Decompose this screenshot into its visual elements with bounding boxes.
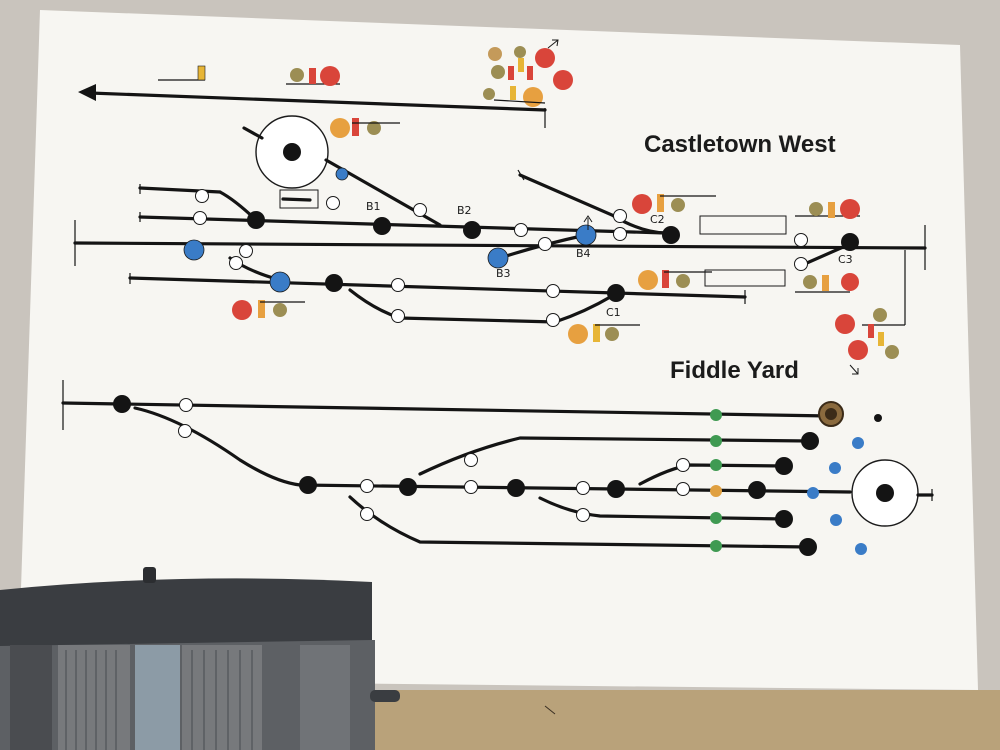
castletown-white-points (193, 189, 808, 327)
track-headshunt-right (518, 173, 667, 235)
table-mark (544, 705, 556, 715)
paper-sheet (18, 10, 978, 690)
turntable-stub (242, 126, 264, 140)
fy-track-2 (418, 436, 812, 476)
fy-turntable-pivot (876, 484, 894, 502)
castletown-black-points (247, 211, 859, 302)
fy-blue-points (807, 437, 867, 555)
fiddle-yard-title: Fiddle Yard (670, 357, 799, 384)
platform-small (279, 189, 319, 209)
label-b4: B4 (576, 247, 591, 260)
track-platform-stub (281, 197, 312, 202)
signal-cluster-right-upper (795, 199, 860, 219)
signal-cluster-top-centre (483, 39, 573, 107)
label-b1: B1 (366, 200, 381, 213)
platform-lower (704, 269, 786, 287)
signal-cluster-top-left (158, 65, 340, 86)
label-c1: C1 (606, 306, 621, 319)
label-b2: B2 (457, 204, 472, 217)
signal-cluster-lower-left (232, 300, 305, 320)
fy-green-points (710, 409, 722, 552)
signal-cluster-right-lower (795, 273, 859, 293)
signal-cluster-lower-centre (638, 270, 712, 290)
signal-cluster-far-right (835, 250, 906, 375)
label-c2: C2 (650, 213, 665, 226)
label-b3: B3 (496, 267, 511, 280)
turntable-pivot (283, 143, 301, 161)
arrow-head-icon (78, 84, 96, 101)
model-brake-van (0, 567, 400, 750)
station-title: Castletown West (644, 131, 836, 158)
buffer-stop-top (517, 169, 525, 181)
fy-amber-point (710, 485, 722, 497)
signal-cluster-c1 (568, 324, 640, 344)
castletown-blue-points (183, 167, 597, 293)
signal-cluster-turntable (330, 118, 400, 138)
track-arrow-line (88, 91, 547, 112)
track-main-lower (128, 276, 747, 299)
b4-arrow-icon (583, 215, 593, 230)
pinhole-dot (874, 414, 882, 422)
fy-black-points (113, 395, 819, 556)
fy-track-5 (538, 496, 787, 521)
fy-white-points (178, 398, 690, 522)
track-loop-lower (348, 288, 614, 324)
pinhole-centre (825, 408, 837, 420)
track-main-upper (73, 241, 927, 250)
fy-track-diagonal (133, 406, 302, 487)
platform-upper (699, 215, 787, 235)
fy-track-6 (348, 495, 810, 549)
signal-cluster-c2 (632, 194, 716, 214)
label-c3: C3 (838, 253, 853, 266)
